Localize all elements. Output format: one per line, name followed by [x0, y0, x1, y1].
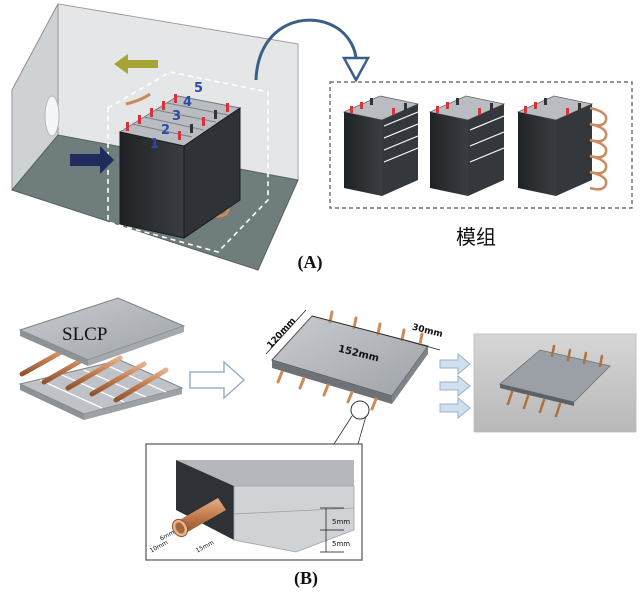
cell-number-4: 4: [183, 95, 192, 110]
assembled-plate: 120mm 152mm 30mm: [266, 309, 444, 445]
detail-zoom: 5mm 5mm 15mm 6mm 10mm: [145, 443, 363, 561]
curved-arrow-head: [341, 56, 371, 83]
flow-in-arrow-icon: [70, 146, 114, 174]
module-options-box: [329, 81, 633, 209]
cell-number-2: 2: [161, 123, 170, 138]
module-option-2: [428, 95, 506, 196]
magnifier-circle-icon: [350, 400, 370, 420]
panel-b: SLCP: [18, 297, 637, 589]
module-option-1: [342, 95, 420, 196]
cell-number-1: 1: [150, 137, 159, 152]
cell-number-3: 3: [172, 109, 181, 124]
flow-out-arrow-icon: [114, 54, 158, 74]
plate-label: SLCP: [62, 324, 107, 345]
caption-a: (A): [298, 252, 323, 273]
detail-dim-upper: 5mm: [332, 518, 350, 526]
process-arrow-icon: [189, 360, 246, 400]
terminals: [126, 94, 229, 140]
flow-arrows: [439, 352, 471, 420]
module-option-3: [516, 95, 608, 196]
exploded-assembly: SLCP: [18, 297, 186, 420]
cell-number-5: 5: [194, 81, 203, 96]
vent-hole: [44, 95, 60, 137]
cell-separators: [131, 102, 229, 138]
module-side: [183, 107, 241, 239]
module-label: 模组: [456, 225, 496, 249]
module-dashed-outline: [107, 71, 269, 253]
prototype-photo: [473, 333, 637, 433]
panel-a: 1 2 3 4 5: [11, 3, 633, 273]
caption-b: (B): [294, 568, 318, 589]
dim-gap: 30mm: [411, 323, 444, 340]
curved-arrow-icon: [254, 18, 358, 81]
detail-dim-lower: 5mm: [332, 540, 350, 548]
